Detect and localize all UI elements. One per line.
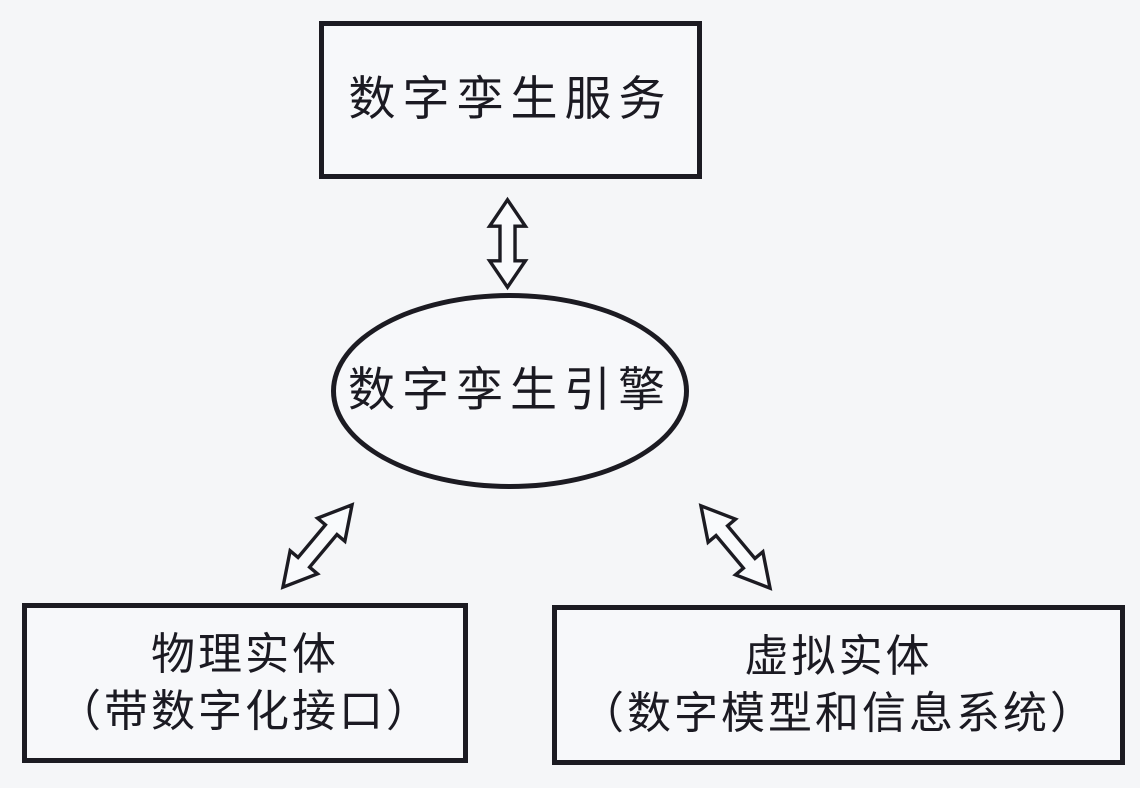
digital-twin-engine-label: 数字孪生引擎: [348, 364, 672, 417]
bidirectional-arrow-engine-virtual-icon: [682, 489, 790, 605]
virtual-entity-label-line2: （数字模型和信息系统）: [580, 689, 1097, 738]
bidirectional-arrow-engine-physical-icon: [264, 488, 372, 604]
virtual-entity-label-line1: 虚拟实体: [744, 632, 933, 681]
digital-twin-service-label: 数字孪生服务: [348, 73, 673, 126]
node-physical-entity: 物理实体 （带数字化接口）: [22, 603, 468, 763]
node-digital-twin-engine: 数字孪生引擎: [331, 293, 689, 489]
physical-entity-label-line1: 物理实体: [151, 630, 339, 679]
node-virtual-entity: 虚拟实体 （数字模型和信息系统）: [552, 605, 1125, 765]
node-digital-twin-service: 数字孪生服务: [319, 21, 702, 179]
physical-entity-label-line2: （带数字化接口）: [57, 687, 433, 736]
bidirectional-arrow-engine-service-icon: [484, 198, 531, 289]
